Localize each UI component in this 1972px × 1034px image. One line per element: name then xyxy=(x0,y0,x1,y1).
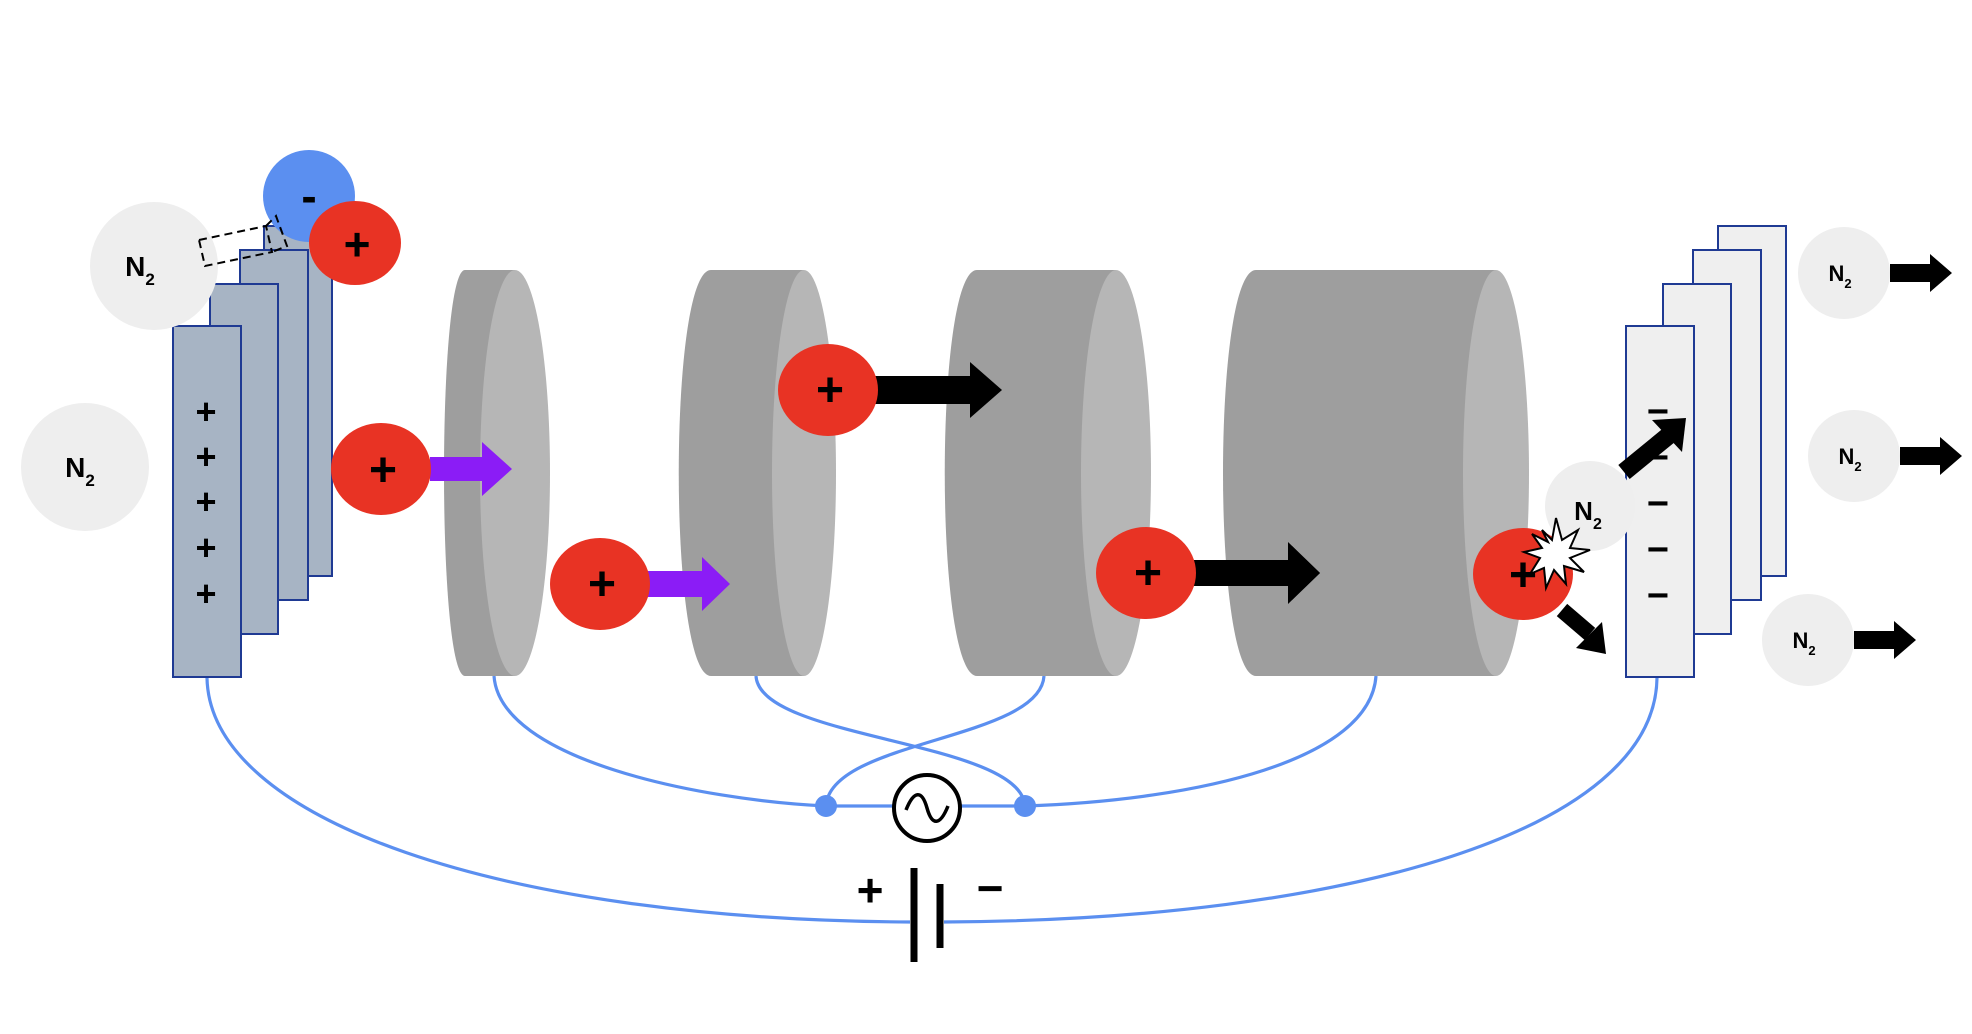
ac-wire-tube2 xyxy=(754,675,1027,807)
ion-sign: + xyxy=(816,364,844,417)
ion: + xyxy=(550,538,730,630)
positive-sign: + xyxy=(195,573,216,614)
gas-molecule: N2 xyxy=(21,403,149,531)
positive-plate-stack xyxy=(172,225,333,678)
scatter-arrow-shaft xyxy=(1556,603,1596,641)
ac-wire-tube4 xyxy=(1024,675,1378,808)
velocity-arrow xyxy=(1900,437,1962,475)
ion-sign: + xyxy=(1509,549,1537,602)
gas-molecule-circle xyxy=(1798,227,1890,319)
starburst-icon xyxy=(1520,517,1591,592)
ionization-dashed-box xyxy=(197,224,274,268)
ion-sign: + xyxy=(588,558,616,611)
gas-molecule-circle xyxy=(1545,461,1635,551)
gas-molecule-label: N2 xyxy=(1792,628,1815,658)
wiring xyxy=(205,675,1659,924)
velocity-arrow xyxy=(870,366,1000,414)
velocity-arrow-head xyxy=(970,362,1002,418)
gas-molecule: N2 xyxy=(1798,227,1952,319)
positive-plate-1 xyxy=(172,325,242,678)
sine-wave-icon xyxy=(904,793,950,823)
ac-source xyxy=(892,773,962,843)
electron-sign: - xyxy=(301,170,316,222)
gas-molecule-circle xyxy=(21,403,149,531)
positive-plate-signs: + + + + + xyxy=(195,391,216,614)
gas-molecule-circle xyxy=(1808,410,1900,502)
ion: + xyxy=(1096,527,1320,619)
ion-circle xyxy=(331,423,431,515)
scatter-arrow-head xyxy=(1652,418,1686,452)
gas-molecule-label: N2 xyxy=(1828,261,1851,291)
gas-molecule-label: N2 xyxy=(65,452,95,490)
velocity-arrow xyxy=(1190,546,1320,600)
ac-junction-right xyxy=(1014,795,1036,817)
ionization-pair: - + xyxy=(197,150,401,285)
ion-sign: + xyxy=(1134,547,1162,600)
acceleration-arrow xyxy=(430,442,512,496)
scatter-arrow-up xyxy=(1618,418,1686,479)
negative-sign: − xyxy=(1647,529,1669,571)
battery-minus-sign: − xyxy=(977,862,1004,914)
ionization-dashed-line xyxy=(265,214,289,253)
scatter-arrow-shaft xyxy=(1618,429,1674,479)
negative-plate-stack xyxy=(1625,225,1787,678)
battery-icon: + − xyxy=(857,862,1004,962)
positive-sign: + xyxy=(195,436,216,477)
ion-circle xyxy=(778,344,878,436)
velocity-arrow xyxy=(1854,621,1916,659)
ion-circle xyxy=(1096,527,1196,619)
ac-wire-tube3 xyxy=(824,675,1046,807)
gas-molecule: N2 xyxy=(1762,594,1916,686)
drift-tube-4 xyxy=(1223,270,1529,676)
gas-molecule-label: N2 xyxy=(1574,496,1602,533)
velocity-arrow xyxy=(1890,254,1952,292)
ion: + xyxy=(778,344,1002,436)
velocity-arrow-head xyxy=(1288,542,1320,604)
scatter-arrow-head xyxy=(1576,622,1606,654)
ion-sign: + xyxy=(344,218,371,270)
ion-sign: + xyxy=(369,444,397,497)
battery-plus-sign: + xyxy=(857,864,884,916)
ac-junction-left xyxy=(815,795,837,817)
drift-tube-3 xyxy=(944,270,1151,676)
positive-sign: + xyxy=(195,391,216,432)
dc-wire-right xyxy=(943,677,1659,924)
gas-molecule-label: N2 xyxy=(1838,444,1861,474)
drift-tube-3-body xyxy=(944,270,1116,676)
ion xyxy=(309,201,401,285)
scatter-arrow-down xyxy=(1556,603,1606,654)
gas-molecule-label: N2 xyxy=(125,251,155,289)
drift-tube-4-body xyxy=(1223,270,1496,676)
drift-tube-1-face xyxy=(480,270,550,676)
gas-molecule-circle xyxy=(1762,594,1854,686)
negative-plate-signs: − − − − − xyxy=(1647,391,1669,617)
positive-sign: + xyxy=(195,481,216,522)
gas-molecule-circle xyxy=(90,202,218,330)
ion-circle xyxy=(550,538,650,630)
acceleration-arrow xyxy=(646,557,730,611)
gas-molecule: N2 xyxy=(1808,410,1962,502)
negative-plate-1 xyxy=(1625,325,1695,678)
gas-molecule: N2 xyxy=(90,202,218,330)
ac-wire-tube1 xyxy=(492,675,827,808)
drift-tube-2-face xyxy=(772,270,836,676)
negative-sign: − xyxy=(1647,575,1669,617)
negative-sign: − xyxy=(1647,483,1669,525)
positive-sign: + xyxy=(195,527,216,568)
drift-tube-2 xyxy=(678,270,836,676)
ion: + xyxy=(331,423,512,515)
gas-molecule: N2 xyxy=(1545,461,1635,551)
dc-wire-left xyxy=(205,677,911,924)
